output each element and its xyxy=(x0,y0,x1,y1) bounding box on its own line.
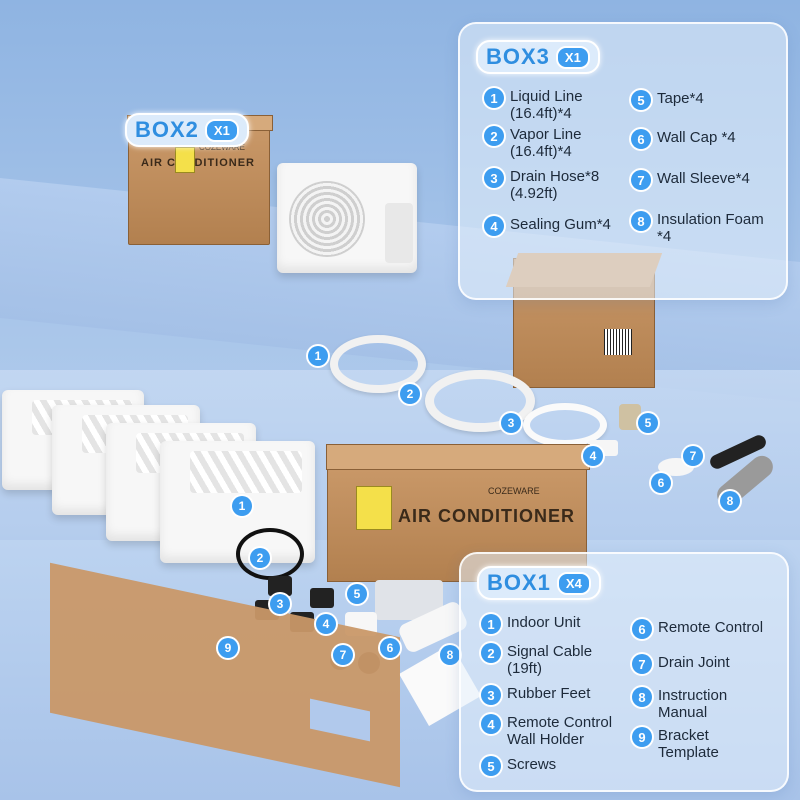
item-number: 7 xyxy=(631,170,651,190)
vapor-line-coil xyxy=(425,370,535,432)
part-marker: 3 xyxy=(501,413,521,433)
part-marker: 6 xyxy=(380,638,400,658)
box1-carton: AIR CONDITIONER COZEWARE xyxy=(326,444,590,582)
box1-qty: X4 xyxy=(556,571,591,595)
item-number: 5 xyxy=(481,756,501,776)
box1-item: 6 Remote Control xyxy=(632,619,782,639)
item-number: 3 xyxy=(484,168,504,188)
item-number: 8 xyxy=(632,687,652,707)
box3-item: 8 Insulation Foam *4 xyxy=(631,211,781,245)
liquid-line-coil xyxy=(330,335,426,393)
part-marker: 5 xyxy=(638,413,658,433)
box1-item: 9 Bracket Template xyxy=(632,727,782,761)
part-marker: 2 xyxy=(400,384,420,404)
item-number: 7 xyxy=(632,654,652,674)
box3-item: 2 Vapor Line (16.4ft)*4 xyxy=(484,126,624,160)
box3-tag: BOX3 X1 xyxy=(476,40,600,74)
drain-hose-coil xyxy=(523,403,607,447)
part-marker: 7 xyxy=(683,446,703,466)
rubber-foot xyxy=(268,576,292,596)
part-marker: 8 xyxy=(720,491,740,511)
box3-qty: X1 xyxy=(555,45,590,69)
item-number: 1 xyxy=(481,614,501,634)
part-marker: 9 xyxy=(218,638,238,658)
valve-cover xyxy=(385,203,413,263)
part-marker: 4 xyxy=(316,614,336,634)
item-label: Wall Cap *4 xyxy=(657,129,736,146)
part-marker: 8 xyxy=(440,645,460,665)
fan-grille xyxy=(289,181,365,257)
item-number: 9 xyxy=(632,727,652,747)
box1-item: 8 Instruction Manual xyxy=(632,687,782,721)
energy-label xyxy=(356,486,392,530)
item-number: 1 xyxy=(484,88,504,108)
item-number: 5 xyxy=(631,90,651,110)
box1-carton-top xyxy=(326,444,590,470)
rubber-foot xyxy=(310,588,334,608)
part-marker: 7 xyxy=(333,645,353,665)
tape-roll xyxy=(619,404,641,430)
part-marker: 2 xyxy=(250,548,270,568)
part-marker: 6 xyxy=(651,473,671,493)
box1-item: 4 Remote Control Wall Holder xyxy=(481,714,626,748)
item-label: Drain Joint xyxy=(658,654,730,671)
box1-item: 5 Screws xyxy=(481,756,621,776)
part-marker: 5 xyxy=(347,584,367,604)
item-label: Remote Control xyxy=(658,619,764,636)
energy-label xyxy=(175,147,195,173)
outdoor-unit xyxy=(277,163,417,273)
item-label: Liquid Line (16.4ft)*4 xyxy=(510,88,583,122)
part-marker: 1 xyxy=(308,346,328,366)
box2-qty: X1 xyxy=(204,118,239,142)
item-label: Signal Cable (19ft) xyxy=(507,643,593,677)
box2-tag: BOX2 X1 xyxy=(125,113,249,147)
item-label: Instruction Manual xyxy=(658,687,728,721)
item-label: Indoor Unit xyxy=(507,614,581,631)
box1-brand-label: COZEWARE xyxy=(488,486,540,496)
item-label: Remote Control Wall Holder xyxy=(507,714,613,748)
item-number: 2 xyxy=(484,126,504,146)
item-label: Drain Hose*8 (4.92ft) xyxy=(510,168,600,202)
box1-item: 1 Indoor Unit xyxy=(481,614,621,634)
box1-name: BOX1 xyxy=(487,570,551,595)
box3-item: 4 Sealing Gum*4 xyxy=(484,216,624,236)
barcode xyxy=(604,329,632,355)
part-marker: 4 xyxy=(583,446,603,466)
signal-cable xyxy=(236,528,304,580)
box3-item: 7 Wall Sleeve*4 xyxy=(631,170,781,190)
item-number: 6 xyxy=(631,129,651,149)
box3-item: 6 Wall Cap *4 xyxy=(631,129,781,149)
item-label: Sealing Gum*4 xyxy=(510,216,611,233)
item-label: Bracket Template xyxy=(658,727,719,761)
box2-name: BOX2 xyxy=(135,117,199,142)
item-number: 8 xyxy=(631,211,651,231)
item-label: Vapor Line (16.4ft)*4 xyxy=(510,126,582,160)
box1-tag: BOX1 X4 xyxy=(477,566,601,600)
item-label: Rubber Feet xyxy=(507,685,591,702)
item-label: Insulation Foam *4 xyxy=(657,211,764,245)
item-label: Wall Sleeve*4 xyxy=(657,170,750,187)
item-number: 3 xyxy=(481,685,501,705)
indoor-unit-grille xyxy=(190,451,302,493)
box3-item: 1 Liquid Line (16.4ft)*4 xyxy=(484,88,624,122)
box2-brand-label: COZEWARE xyxy=(199,143,245,152)
item-label: Screws xyxy=(507,756,557,773)
box1-item: 3 Rubber Feet xyxy=(481,685,621,705)
box2-carton-label: AIR CONDITIONER xyxy=(141,157,255,169)
box1-carton-label: AIR CONDITIONER xyxy=(398,506,575,526)
item-number: 4 xyxy=(484,216,504,236)
box1-item: 2 Signal Cable (19ft) xyxy=(481,643,621,677)
part-marker: 3 xyxy=(270,594,290,614)
item-number: 4 xyxy=(481,714,501,734)
item-label: Tape*4 xyxy=(657,90,704,107)
box3-item: 3 Drain Hose*8 (4.92ft) xyxy=(484,168,624,202)
box1-item: 7 Drain Joint xyxy=(632,654,782,674)
part-marker: 1 xyxy=(232,496,252,516)
box3-name: BOX3 xyxy=(486,44,550,69)
box3-item: 5 Tape*4 xyxy=(631,90,781,110)
item-number: 2 xyxy=(481,643,501,663)
item-number: 6 xyxy=(632,619,652,639)
